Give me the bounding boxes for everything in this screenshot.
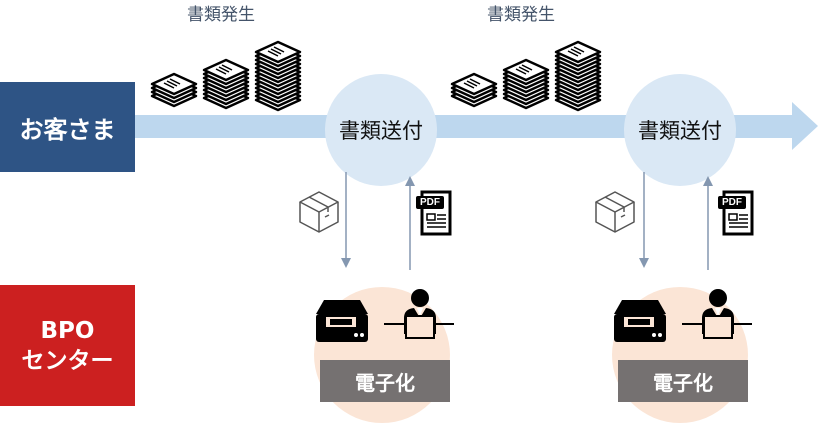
digitization-label-2: 電子化: [618, 360, 748, 402]
cardboard-box-icon: [299, 191, 339, 233]
document-stack-medium-icon: [502, 58, 550, 110]
pdf-tag-2: PDF: [718, 196, 746, 209]
pdf-tag-1: PDF: [416, 196, 444, 209]
document-send-node-2: 書類送付: [624, 74, 736, 186]
document-stacks-2: [450, 40, 602, 112]
cardboard-box-icon: [595, 191, 635, 233]
outbound-arrow-down: [639, 172, 649, 268]
document-stack-large-icon: [554, 40, 602, 112]
outbound-arrow-down: [341, 172, 351, 268]
digitization-label-1: 電子化: [320, 360, 450, 402]
document-generated-label-2: 書類発生: [487, 5, 555, 25]
bpo-lane-text-line2: センター: [21, 347, 114, 374]
customer-lane-label: お客さま: [0, 82, 135, 172]
operator-at-laptop-icon: [383, 288, 455, 339]
bpo-lane-text-line1: BPO: [40, 317, 95, 344]
exchange-connectors-1: [299, 172, 452, 270]
bpo-lane-label: BPO センター: [0, 285, 135, 406]
digitization-icons-1: [316, 288, 455, 342]
document-stack-small-icon: [150, 72, 198, 108]
document-generated-label-1: 書類発生: [187, 5, 255, 25]
document-stack-small-icon: [450, 72, 498, 108]
document-send-label-1: 書類送付: [339, 119, 423, 143]
document-send-node-1: 書類送付: [325, 74, 437, 186]
digitization-icons-2: [614, 288, 753, 342]
document-stack-medium-icon: [202, 58, 250, 110]
customer-lane-text: お客さま: [19, 115, 116, 144]
scanner-icon: [614, 300, 666, 342]
scanner-icon: [316, 300, 368, 342]
digitization-label-text-2: 電子化: [653, 370, 713, 395]
document-send-label-2: 書類送付: [638, 119, 722, 143]
return-arrow-up: [703, 176, 713, 270]
document-stack-large-icon: [254, 40, 302, 112]
operator-at-laptop-icon: [681, 288, 753, 339]
digitization-label-text-1: 電子化: [355, 370, 415, 395]
return-arrow-up: [405, 176, 415, 270]
document-stacks-1: [150, 40, 302, 112]
exchange-connectors-2: [595, 172, 754, 270]
